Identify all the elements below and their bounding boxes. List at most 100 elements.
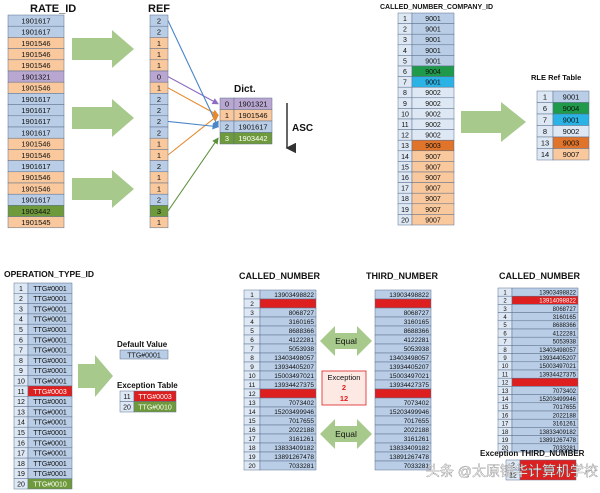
result-row-number: 1 (503, 290, 507, 296)
rate-id-value: 1901617 (21, 196, 50, 205)
third-value: 15003497021 (389, 373, 429, 380)
op-row-number: 19 (17, 471, 25, 478)
result-row-number: 16 (502, 413, 509, 419)
ref-value: 1 (157, 184, 161, 193)
called-value: 7017655 (289, 418, 315, 425)
op-value: TTG#0001 (33, 368, 67, 375)
rate-id-value: 1901617 (21, 128, 50, 137)
result-value: 15003497021 (539, 364, 576, 370)
equal-arrow-bottom (320, 419, 372, 449)
ref-to-dict-links (167, 20, 220, 212)
company-value: 9001 (425, 48, 441, 55)
rle-index: 13 (541, 139, 549, 148)
op-row-number: 10 (17, 379, 25, 386)
ref-dict-link (167, 120, 220, 130)
exception-third-index: 2 (511, 463, 515, 470)
rate-id-value: 1901617 (21, 95, 50, 104)
ref-value: 3 (157, 207, 161, 216)
company-row-number: 7 (403, 80, 407, 87)
called-row-number: 18 (248, 445, 256, 452)
called-value: 13403498057 (274, 355, 314, 362)
result-value: 13891267478 (539, 438, 576, 444)
company-value: 9007 (425, 217, 441, 224)
exception-value: TTG#0010 (138, 405, 172, 412)
ref-value: 2 (157, 16, 161, 25)
called-row-number: 12 (248, 391, 256, 398)
op-value: TTG#0001 (33, 358, 67, 365)
company-value: 9001 (425, 80, 441, 87)
called-value: 5053938 (289, 346, 315, 353)
ref-value: 1 (157, 151, 161, 160)
called-row-number: 15 (248, 418, 256, 425)
company-row-number: 11 (401, 122, 408, 129)
op-value: TTG#0001 (33, 399, 67, 406)
third-value: 13903498822 (389, 292, 429, 299)
called-value: 13833409182 (274, 445, 314, 452)
op-row-number: 13 (17, 409, 25, 416)
called-value-cell (259, 460, 317, 471)
rate-id-value: 1901546 (21, 61, 50, 70)
third-value: 4122281 (404, 337, 430, 344)
exception-value: 2 (342, 383, 346, 392)
result-row-number: 15 (502, 405, 509, 411)
result-value: 13833409182 (539, 430, 576, 436)
company-value: 9007 (425, 196, 441, 203)
ref-dict-link (167, 87, 219, 116)
third-value: 7033281 (404, 463, 430, 470)
called-value: 13934427375 (274, 382, 314, 389)
op-value: TTG#0010 (33, 482, 67, 489)
dict-index: 1 (225, 111, 229, 120)
rate-id-value: 1901546 (21, 151, 50, 160)
called-value: 3160165 (289, 319, 315, 326)
company-row-number: 20 (401, 217, 409, 224)
rate-id-value: 1901546 (21, 140, 50, 149)
op-value: TTG#0001 (33, 409, 67, 416)
op-row-number: 18 (17, 461, 25, 468)
called-value: 13891267478 (274, 454, 314, 461)
rate-id-value: 1901617 (21, 117, 50, 126)
called-value: 2022188 (289, 427, 315, 434)
op-value: TTG#0001 (33, 420, 67, 427)
ref-dict-link (167, 20, 219, 128)
called-value: 15203499946 (274, 409, 314, 416)
result-value-cell (511, 377, 579, 387)
op-value: TTG#0001 (33, 306, 67, 313)
op-row-number: 1 (19, 286, 23, 293)
third-value: 13891267478 (389, 454, 429, 461)
rle-index: 1 (543, 93, 547, 102)
company-row-number: 13 (401, 143, 409, 150)
company-row-number: 4 (403, 48, 407, 55)
default-value-cell (119, 349, 169, 360)
company-row-number: 3 (403, 37, 407, 44)
company-value: 9004 (425, 69, 441, 76)
op-value: TTG#0001 (33, 286, 67, 293)
company-row-number: 5 (403, 58, 407, 65)
dict-index: 3 (225, 134, 229, 143)
op-row-number: 7 (19, 348, 23, 355)
called-row-number: 7 (250, 346, 254, 353)
rate-id-value: 1901617 (21, 106, 50, 115)
rle-value: 9004 (563, 104, 580, 113)
result-row-number: 13 (502, 389, 509, 395)
rle-title: RLE Ref Table (531, 73, 581, 82)
op-row-number: 5 (19, 327, 23, 334)
company-value: 9003 (425, 143, 441, 150)
called-value: 8688366 (289, 328, 315, 335)
third-value: 15203499946 (389, 409, 429, 416)
company-value: 9007 (425, 186, 441, 193)
result-value: 3161261 (553, 422, 577, 428)
called-row-number: 10 (248, 373, 256, 380)
ref-value: 1 (157, 39, 161, 48)
result-row-number: 2 (503, 299, 507, 305)
dict-value: 1901321 (238, 100, 267, 109)
company-value: 9007 (425, 175, 441, 182)
green-arrow (461, 102, 526, 142)
op-value: TTG#0001 (33, 430, 67, 437)
rle-value: 9007 (563, 150, 580, 159)
called-value: 13903498822 (274, 292, 314, 299)
third-value: 13934427375 (389, 382, 429, 389)
company-row-number: 12 (401, 133, 409, 140)
